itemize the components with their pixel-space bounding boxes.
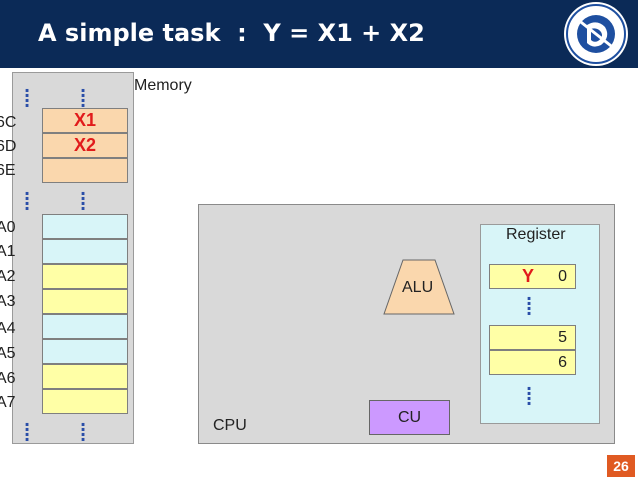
memory-label: Memory (134, 77, 192, 94)
memory-address: A0 (0, 219, 16, 236)
memory-address: A1 (0, 243, 16, 260)
ellipsis-icon: .... (526, 285, 533, 319)
memory-address: A7 (0, 394, 16, 411)
register-cell: 6 (489, 350, 576, 375)
register-cell-number: 5 (558, 329, 567, 346)
memory-address: A4 (0, 320, 16, 337)
memory-cell (42, 389, 128, 414)
cpu-label: CPU (213, 417, 247, 434)
ellipsis-icon: .... (80, 77, 87, 111)
memory-cell-value: X2 (73, 135, 97, 155)
memory-cell (42, 314, 128, 339)
memory-cell: X1 (42, 108, 128, 133)
memory-cell (42, 364, 128, 389)
memory-cell (42, 264, 128, 289)
memory-address: 6E (0, 162, 16, 179)
cu-label: CU (397, 409, 422, 426)
memory-address: 6D (0, 138, 17, 155)
ellipsis-icon: .... (24, 411, 31, 445)
memory-address: A5 (0, 345, 16, 362)
register-cell-number: 6 (558, 354, 567, 371)
slide-title: A simple task : Y = X1 + X2 (38, 19, 425, 47)
register-cell: Y 0 (489, 264, 576, 289)
ellipsis-icon: .... (526, 375, 533, 409)
memory-address: A6 (0, 370, 16, 387)
memory-cell (42, 214, 128, 239)
register-cell: 5 (489, 325, 576, 350)
register-cell-value: Y (522, 266, 535, 286)
ellipsis-icon: .... (80, 180, 87, 214)
university-logo-icon (564, 2, 628, 66)
page-number: 26 (613, 458, 629, 474)
memory-cell-value: X1 (73, 110, 97, 130)
title-bar: A simple task : Y = X1 + X2 (0, 0, 638, 68)
memory-cell (42, 339, 128, 364)
memory-address: A2 (0, 268, 16, 285)
memory-address: 6C (0, 114, 17, 131)
memory-cell (42, 289, 128, 314)
register-label: Register (506, 226, 566, 243)
alu-shape (383, 259, 455, 315)
ellipsis-icon: .... (80, 411, 87, 445)
memory-cell: X2 (42, 133, 128, 158)
memory-cell (42, 158, 128, 183)
page-number-badge: 26 (607, 455, 635, 477)
memory-address: A3 (0, 293, 16, 310)
memory-cell (42, 239, 128, 264)
ellipsis-icon: .... (24, 77, 31, 111)
register-cell-number: 0 (558, 268, 567, 285)
register-panel (480, 224, 600, 424)
alu-label: ALU (402, 279, 434, 296)
ellipsis-icon: .... (24, 180, 31, 214)
cu-box: CU (369, 400, 450, 435)
